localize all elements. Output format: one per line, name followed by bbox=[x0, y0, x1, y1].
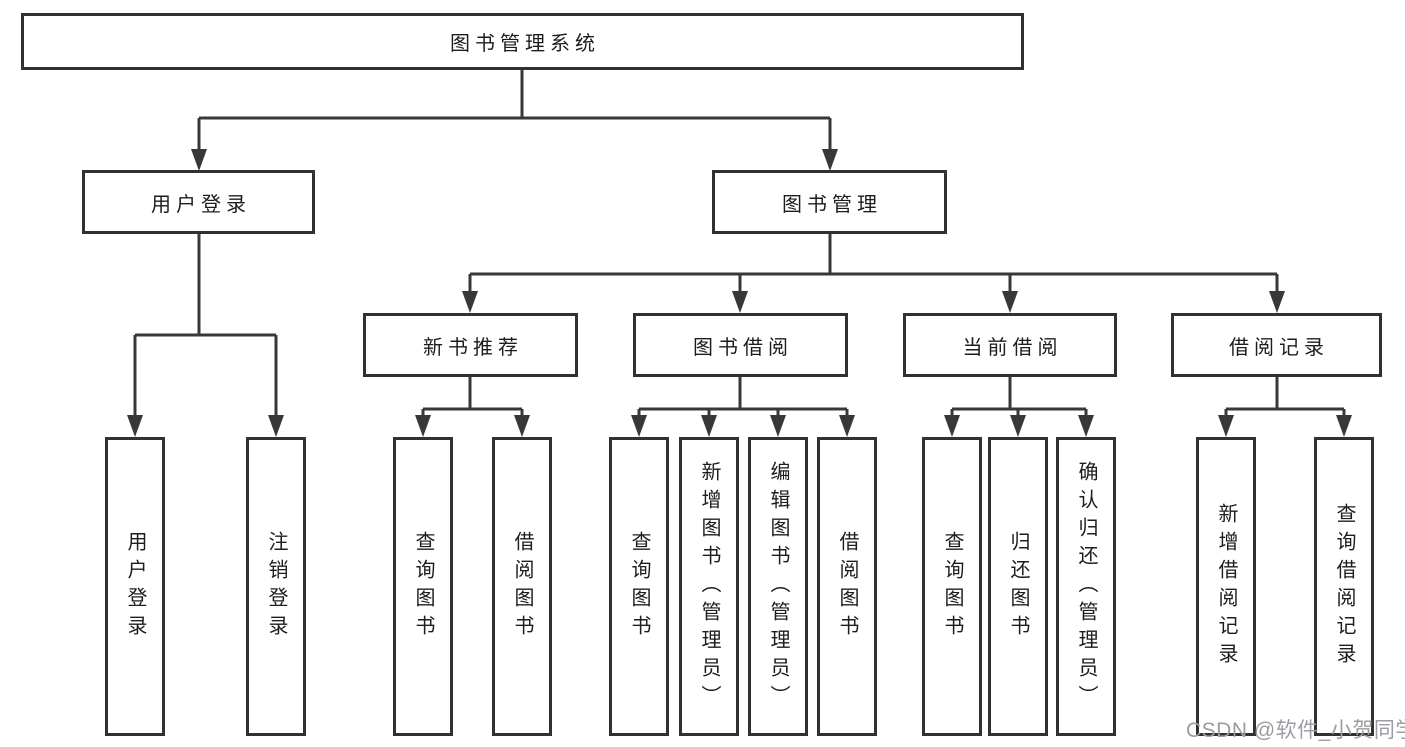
leaf-query-books-recommend: 查询图书 bbox=[393, 437, 453, 736]
leaf-add-books-admin: 新增图书（管理员） bbox=[679, 437, 739, 736]
leaf-user-login: 用户登录 bbox=[105, 437, 165, 736]
leaf-confirm-return-admin: 确认归还（管理员） bbox=[1056, 437, 1116, 736]
arrowhead-icon bbox=[944, 415, 960, 437]
node-label: 借阅记录 bbox=[1229, 336, 1329, 359]
arrowhead-icon bbox=[1078, 415, 1094, 437]
node-book-management: 图书管理 bbox=[712, 170, 947, 234]
csdn-watermark: CSDN @软件_小贺同学 bbox=[1186, 719, 1405, 742]
node-label: 确认归还（管理员） bbox=[1075, 460, 1097, 713]
arrowhead-icon bbox=[1218, 415, 1234, 437]
node-label: 图书管理 bbox=[782, 193, 882, 216]
connector-path bbox=[421, 377, 524, 416]
node-label: 新增图书（管理员） bbox=[698, 460, 720, 713]
node-borrow-records: 借阅记录 bbox=[1171, 313, 1382, 377]
node-label: 新增借阅记录 bbox=[1215, 502, 1237, 671]
leaf-query-books-borrow: 查询图书 bbox=[609, 437, 669, 736]
node-label: 查询图书 bbox=[412, 530, 434, 643]
leaf-add-borrow-record: 新增借阅记录 bbox=[1196, 437, 1256, 736]
leaf-borrow-books-recommend: 借阅图书 bbox=[492, 437, 552, 736]
node-label: 新书推荐 bbox=[423, 336, 523, 359]
node-label: 编辑图书（管理员） bbox=[767, 460, 789, 713]
connector-path bbox=[133, 234, 278, 416]
node-label: 注销登录 bbox=[265, 530, 287, 643]
arrowhead-icon bbox=[191, 149, 207, 171]
arrowhead-icon bbox=[127, 415, 143, 437]
leaf-return-books: 归还图书 bbox=[988, 437, 1048, 736]
arrowhead-icon bbox=[701, 415, 717, 437]
arrowhead-icon bbox=[822, 149, 838, 171]
arrowhead-icon bbox=[1002, 291, 1018, 313]
node-user-login: 用户登录 bbox=[82, 170, 315, 234]
arrowhead-icon bbox=[1269, 291, 1285, 313]
connector-path bbox=[468, 234, 1279, 292]
node-label: 查询图书 bbox=[941, 530, 963, 643]
node-label: 用户登录 bbox=[124, 530, 146, 643]
arrowhead-icon bbox=[732, 291, 748, 313]
leaf-query-books-current: 查询图书 bbox=[922, 437, 982, 736]
arrowhead-icon bbox=[1010, 415, 1026, 437]
leaf-query-borrow-record: 查询借阅记录 bbox=[1314, 437, 1374, 736]
node-label: 当前借阅 bbox=[962, 336, 1063, 359]
connector-path bbox=[197, 70, 832, 150]
arrowhead-icon bbox=[839, 415, 855, 437]
leaf-logout: 注销登录 bbox=[246, 437, 306, 736]
connector-path bbox=[950, 377, 1088, 416]
node-library-system: 图书管理系统 bbox=[21, 13, 1024, 70]
node-book-borrow: 图书借阅 bbox=[633, 313, 848, 377]
node-label: 图书管理系统 bbox=[450, 33, 600, 55]
node-label: 归还图书 bbox=[1007, 530, 1029, 643]
node-label: 图书借阅 bbox=[693, 336, 793, 359]
connector-path bbox=[1224, 377, 1346, 416]
node-current-borrow: 当前借阅 bbox=[903, 313, 1117, 377]
node-label: 用户登录 bbox=[151, 193, 251, 216]
arrowhead-icon bbox=[514, 415, 530, 437]
arrowhead-icon bbox=[1336, 415, 1352, 437]
arrowhead-icon bbox=[268, 415, 284, 437]
node-new-book-recommend: 新书推荐 bbox=[363, 313, 578, 377]
node-label: 借阅图书 bbox=[511, 530, 533, 643]
arrowhead-icon bbox=[415, 415, 431, 437]
arrowhead-icon bbox=[631, 415, 647, 437]
arrowhead-icon bbox=[462, 291, 478, 313]
node-label: 借阅图书 bbox=[836, 530, 858, 643]
connector-path bbox=[637, 377, 849, 416]
leaf-edit-books-admin: 编辑图书（管理员） bbox=[748, 437, 808, 736]
arrowhead-icon bbox=[770, 415, 786, 437]
node-label: 查询借阅记录 bbox=[1333, 502, 1355, 671]
leaf-borrow-books: 借阅图书 bbox=[817, 437, 877, 736]
node-label: 查询图书 bbox=[628, 530, 650, 643]
